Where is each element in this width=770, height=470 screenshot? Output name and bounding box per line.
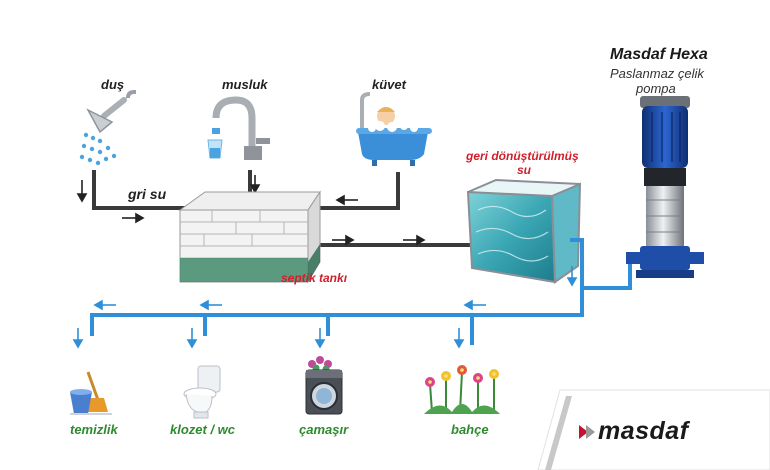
septic-tank-label: septik tankı [281,271,348,285]
masdaf-logo-mark-icon [579,425,595,439]
bathtub-label: küvet [372,77,406,92]
bathtub-icon [356,92,432,166]
garden-flowers-icon [424,365,500,414]
brand-name: masdaf [598,417,689,445]
laundry-label: çamaşır [299,422,349,437]
product-subtitle-line2: pompa [636,81,676,96]
cleaning-label: temizlik [70,422,118,437]
shower-label: duş [101,77,125,92]
faucet-label: musluk [222,77,268,92]
washing-machine-icon [305,356,343,415]
recycled-water-label-line1: geri dönüştürülmüş [466,149,579,163]
toilet-icon [183,365,221,419]
recycled-water-tank [466,178,582,284]
grey-water-pipes [92,170,470,247]
brand-corner [537,389,770,470]
septic-tank [178,190,321,284]
product-subtitle-line1: Paslanmaz çelik [610,66,704,81]
faucet-icon [207,96,270,160]
grey-water-label: gri su [128,186,167,202]
recycled-water-pipes [90,238,632,345]
product-title: Masdaf Hexa [610,46,708,63]
cleaning-icon [70,371,112,415]
shower-icon [79,90,136,166]
toilet-label: klozet / wc [170,422,236,437]
garden-label: bahçe [451,422,489,437]
grey-flow-arrows [76,175,426,246]
recycled-water-label-line2: su [517,163,532,177]
blue-flow-arrows [72,266,578,349]
pump-icon [626,96,704,278]
